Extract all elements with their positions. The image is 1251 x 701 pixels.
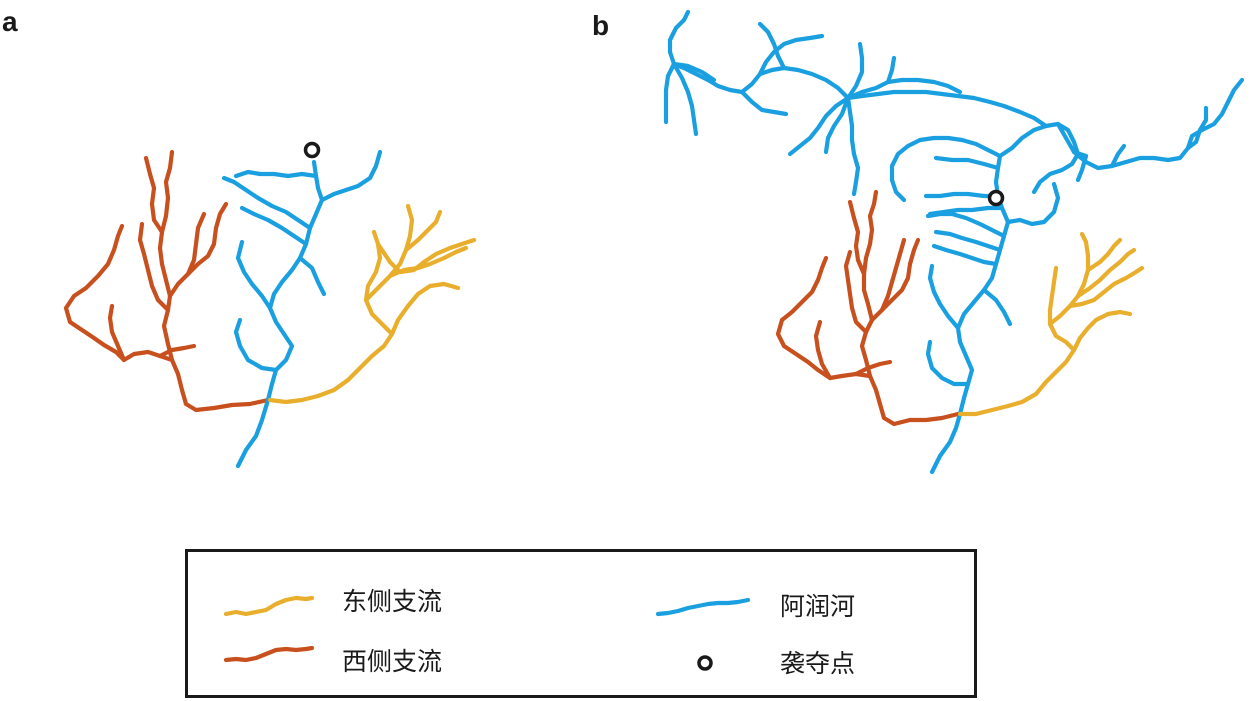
panel-b-west-tributary xyxy=(775,189,961,427)
legend-swatch-east-tributary xyxy=(224,595,314,617)
legend: 东侧支流 西侧支流 阿润河 袭夺点 xyxy=(185,549,977,698)
panel-a-main-river xyxy=(221,149,383,469)
legend-label-main-river: 阿润河 xyxy=(780,592,856,621)
legend-label-west-tributary: 西侧支流 xyxy=(342,647,443,676)
panel-a-capture-point xyxy=(303,141,321,159)
panel-a-map xyxy=(63,141,477,469)
panel-a-east-tributary xyxy=(267,203,477,405)
panel-b-main-river xyxy=(663,9,1245,475)
panel-b-capture-point xyxy=(987,189,1005,207)
panel-b-map xyxy=(663,9,1245,475)
legend-swatch-west-tributary xyxy=(224,645,314,663)
panel-label-b: b xyxy=(592,10,610,41)
legend-swatch-capture-point xyxy=(697,655,713,671)
panel-a-west-tributary xyxy=(63,149,271,413)
panel-b-east-tributary xyxy=(957,231,1145,417)
legend-label-capture-point: 袭夺点 xyxy=(780,649,856,678)
legend-swatch-main-river xyxy=(656,597,751,617)
legend-label-east-tributary: 东侧支流 xyxy=(342,587,443,616)
panel-label-a: a xyxy=(2,6,18,37)
